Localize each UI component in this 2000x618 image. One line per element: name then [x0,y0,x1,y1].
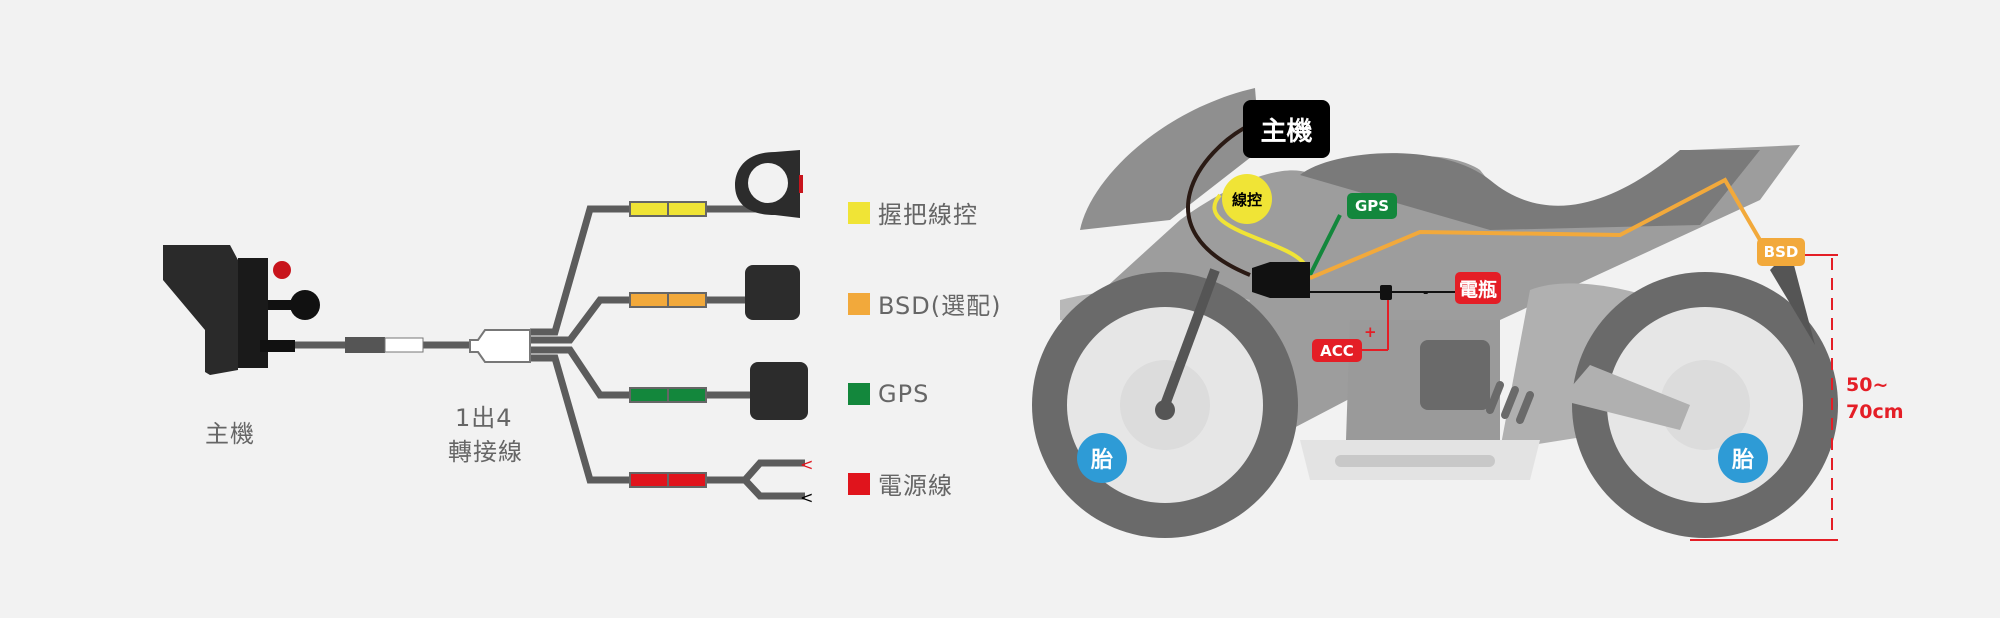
remote-tag: 線控 [1222,174,1272,224]
install-wires [1186,123,1762,351]
splitter-label-line2: 轉接線 [448,438,523,466]
legend-item-power: 電源線 [848,466,953,501]
legend-item-bsd: BSD(選配) [848,286,1001,321]
branch-connectors [629,201,707,488]
legend-label: BSD(選配) [878,292,1002,320]
handlebar-remote-device [735,150,803,218]
negative-sign: - [1423,286,1429,301]
height-range-line2: 70cm [1846,401,1904,423]
connector-dark [345,337,385,353]
positive-wire-end-icon: < [800,455,813,474]
main-unit-label: 主機 [205,420,255,448]
legend-swatch-orange [848,292,870,315]
legend-swatch-red [848,472,870,495]
bsd-tag: BSD [1757,238,1805,266]
gps-module-device [750,362,808,420]
rear-tire-tag: 胎 [1718,433,1768,483]
motorcycle-illustration [1032,88,1838,538]
positive-sign: + [1364,323,1377,341]
legend-label: 電源線 [878,472,953,500]
connector-white [384,337,424,353]
front-tire-tag: 胎 [1077,433,1127,483]
legend-swatch-yellow [848,201,870,224]
legend-item-handlebar-remote: 握把線控 [848,195,978,230]
bsd-sensor-device [745,265,800,320]
legend-swatch-green [848,383,870,405]
height-dimension [1690,254,1838,541]
gps-tag: GPS [1347,193,1397,219]
splitter-label-line1: 1出4 [455,404,513,432]
main-unit-device [163,245,320,375]
acc-tag: ACC [1312,339,1362,362]
legend-label: 握把線控 [878,201,978,229]
height-range-line1: 50~ [1846,374,1889,396]
legend-item-gps: GPS [848,380,929,408]
splitter-hub [469,329,531,363]
connector-plug [1252,262,1310,298]
negative-wire-end-icon: < [800,488,813,507]
main-unit-tag: 主機 [1243,100,1330,158]
battery-tag: 電瓶 [1455,272,1501,304]
inline-fuse [1380,285,1392,300]
legend-label: GPS [878,380,930,408]
